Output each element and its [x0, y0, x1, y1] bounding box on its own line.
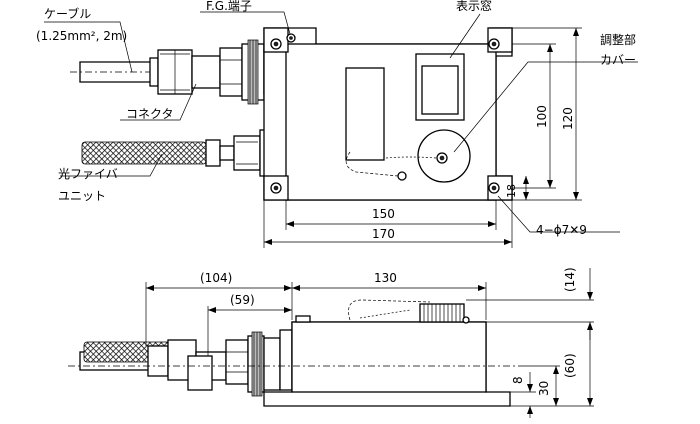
dim-side-length-total: (104) — [200, 271, 233, 285]
dim-top-height-outer: 120 — [561, 107, 575, 130]
top-body — [263, 27, 513, 201]
mounting-holes — [270, 38, 500, 194]
dim-side-axis-height: 30 — [537, 380, 551, 396]
leader-lines — [44, 11, 638, 233]
holes-label: 4−ϕ7✕9 — [536, 223, 587, 237]
fg-terminal-shape — [286, 33, 296, 43]
fg-terminal-label: F.G.端子 — [206, 0, 252, 13]
top-dimension-lines — [263, 27, 582, 248]
top-view — [44, 11, 638, 248]
side-connector-ribs — [253, 332, 261, 396]
fiber-unit-label-2: ユニット — [58, 189, 107, 203]
fiber-unit-label-1: 光ファイバ — [58, 167, 118, 181]
side-view — [68, 268, 594, 418]
dim-side-cover-height: (14) — [563, 267, 577, 292]
dim-side-height-total: (60) — [563, 353, 577, 378]
adjuster-cover-shape — [345, 129, 471, 183]
cover-label: カバー — [600, 53, 637, 67]
dim-top-height-inner: 100 — [535, 105, 549, 128]
cable-label: ケーブル — [44, 7, 92, 21]
adjuster-label: 調整部 — [600, 33, 637, 47]
dim-top-width-outer: 170 — [372, 227, 395, 241]
connector-shape — [149, 39, 287, 105]
cable-spec-label: (1.25mm², 2m) — [36, 29, 128, 43]
knurl — [423, 304, 461, 322]
connector-ribs — [249, 40, 257, 104]
display-window-label: 表示窓 — [456, 0, 493, 13]
dim-side-body-length: 130 — [374, 271, 397, 285]
side-dimension-lines — [145, 268, 594, 418]
dim-top-width-inner: 150 — [372, 207, 395, 221]
dim-side-length-connector: (59) — [230, 293, 255, 307]
dim-hole-offset: 18 — [505, 184, 518, 198]
side-adjuster-shape — [348, 299, 470, 324]
connector-label: コネクタ — [126, 107, 174, 121]
dim-side-base-height: 8 — [511, 376, 525, 384]
